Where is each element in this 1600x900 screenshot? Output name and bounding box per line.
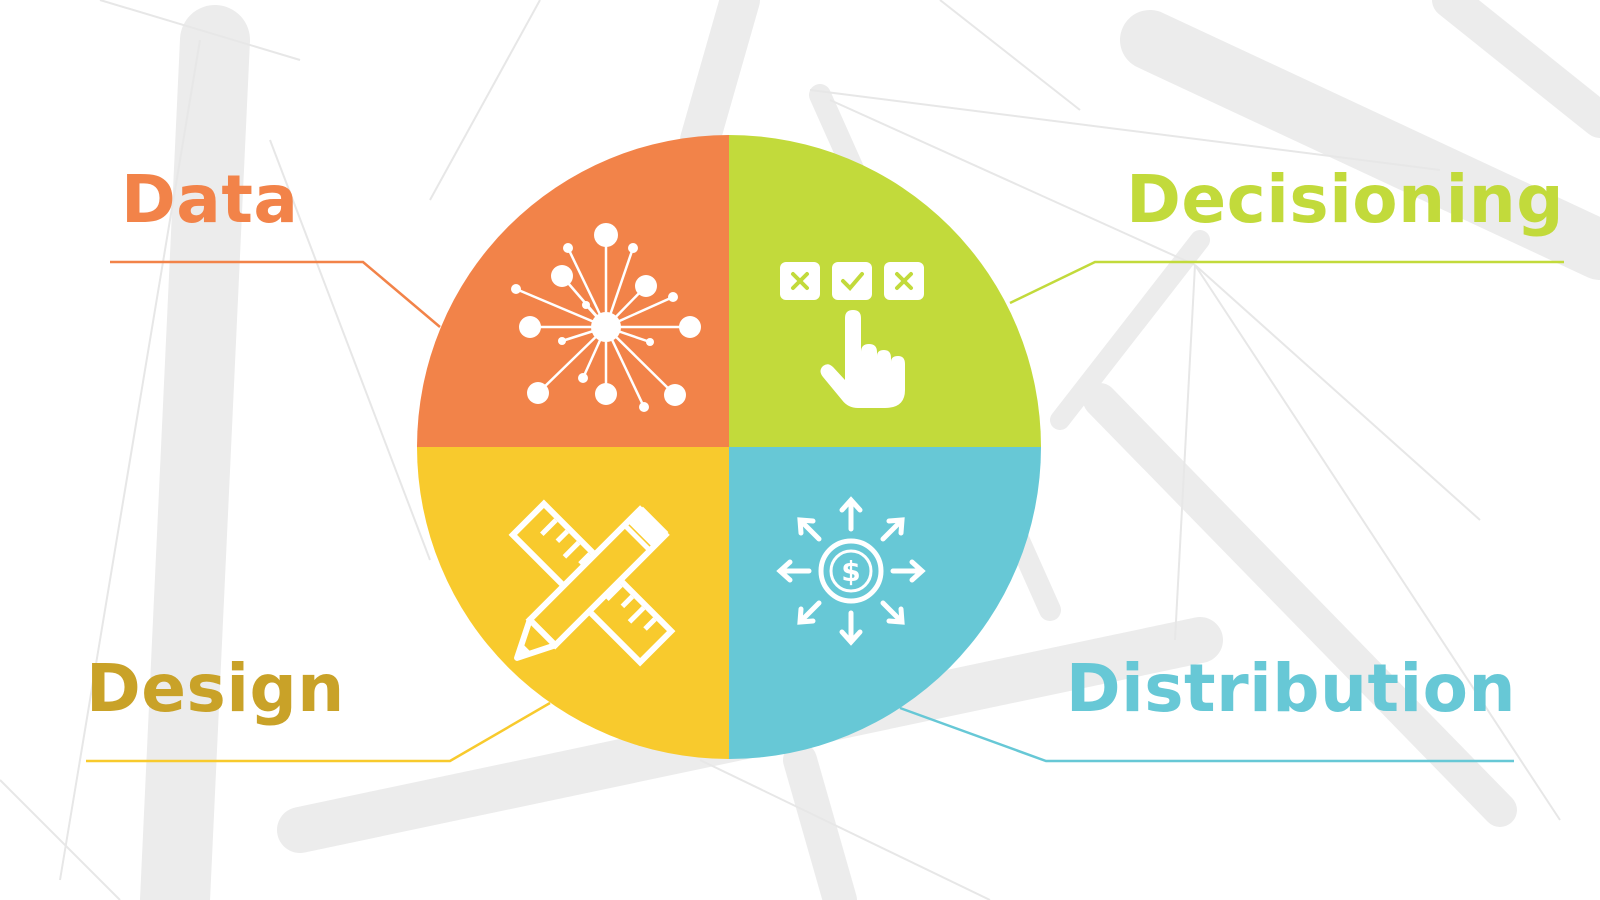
connector-design [86, 701, 551, 763]
label-decisioning: Decisioning [1126, 161, 1564, 238]
pointer-checkbox-icon [780, 262, 924, 408]
connector-decisioning [1009, 260, 1564, 305]
connector-data [110, 260, 441, 328]
label-design: Design [86, 650, 345, 727]
network-nodes-icon [511, 223, 701, 412]
dollar-arrows-icon: $ [776, 496, 926, 646]
pencil-ruler-icon [508, 499, 676, 667]
label-distribution: Distribution [1065, 650, 1516, 727]
svg-text:$: $ [841, 555, 860, 588]
segment-data [417, 135, 729, 447]
connector-distribution [899, 706, 1514, 763]
label-data: Data [121, 161, 299, 238]
